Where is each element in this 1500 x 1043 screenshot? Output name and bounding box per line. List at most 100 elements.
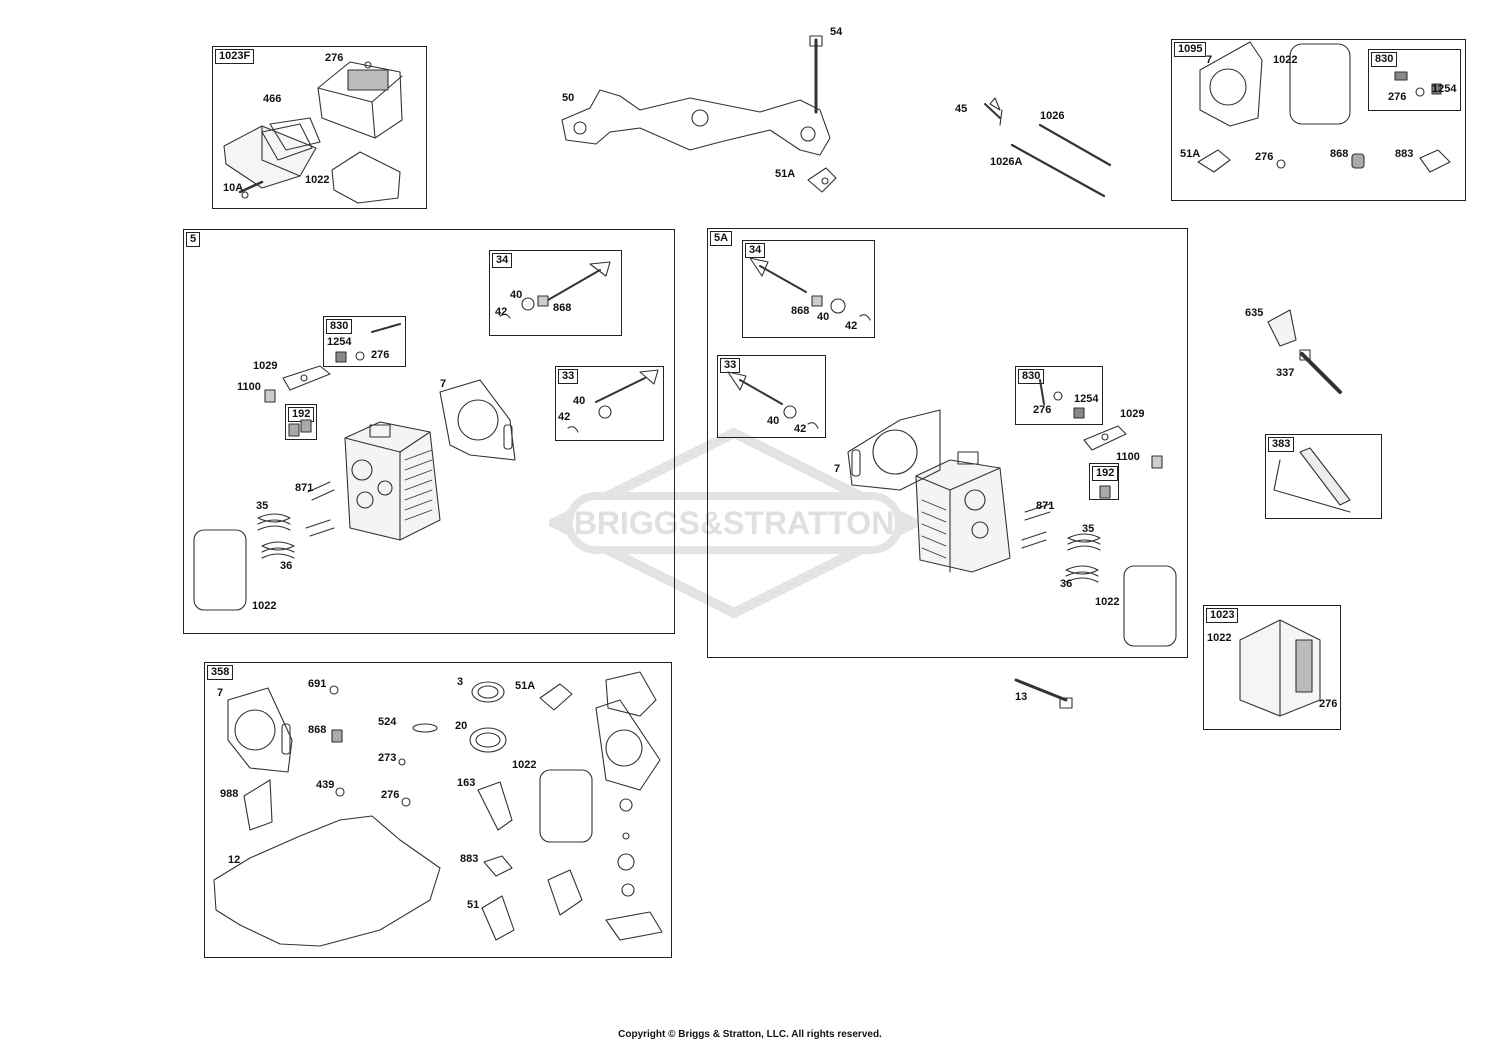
label-3: 3 [457, 676, 464, 688]
label-439: 439 [316, 779, 335, 791]
label-40: 40 [817, 311, 830, 323]
label-273: 273 [378, 752, 397, 764]
label-691: 691 [308, 678, 327, 690]
label-871: 871 [1036, 500, 1055, 512]
label-35: 35 [1082, 523, 1095, 535]
group-830-top: 830 [1368, 49, 1461, 111]
label-1029: 1029 [1120, 408, 1145, 420]
label-1254: 1254 [327, 336, 352, 348]
group-34-right: 34 [742, 240, 875, 338]
group-tag: 34 [745, 243, 766, 258]
group-tag: 1023 [1206, 608, 1239, 623]
group-tag: 33 [558, 369, 579, 384]
group-5: 5 [183, 229, 675, 634]
label-51: 51 [467, 899, 480, 911]
group-tag: 830 [1371, 52, 1398, 67]
group-tag: 1095 [1174, 42, 1207, 57]
label-54: 54 [830, 26, 843, 38]
label-45: 45 [955, 103, 968, 115]
label-1022: 1022 [1095, 596, 1120, 608]
pushrod-part [985, 98, 1110, 196]
group-tag: 34 [492, 253, 513, 268]
label-20: 20 [455, 720, 468, 732]
briggs-stratton-watermark: BRIGGS&STRATTON [549, 428, 919, 618]
group-1023F: 1023F [212, 46, 427, 209]
label-7: 7 [834, 463, 841, 475]
label-871: 871 [295, 482, 314, 494]
group-5A: 5A [707, 228, 1188, 658]
label-466: 466 [263, 93, 282, 105]
group-1095: 1095 [1171, 39, 1466, 201]
label-42: 42 [845, 320, 858, 332]
group-383: 383 [1265, 434, 1382, 519]
label-1254: 1254 [1432, 83, 1457, 95]
label-276: 276 [371, 349, 390, 361]
label-1022: 1022 [512, 759, 537, 771]
group-tag: 358 [207, 665, 234, 680]
label-337: 337 [1276, 367, 1295, 379]
label-1254: 1254 [1074, 393, 1099, 405]
label-883: 883 [1395, 148, 1414, 160]
group-33-left: 33 [555, 366, 664, 441]
label-276: 276 [381, 789, 400, 801]
label-10A: 10A [223, 182, 244, 194]
label-1022: 1022 [252, 600, 277, 612]
label-868: 868 [308, 724, 327, 736]
label-42: 42 [794, 423, 807, 435]
label-51A: 51A [1180, 148, 1201, 160]
label-7: 7 [217, 687, 224, 699]
label-276: 276 [325, 52, 344, 64]
label-163: 163 [457, 777, 476, 789]
group-34-left: 34 [489, 250, 622, 336]
label-635: 635 [1245, 307, 1264, 319]
label-12: 12 [228, 854, 241, 866]
label-7: 7 [440, 378, 447, 390]
copyright-notice: Copyright © Briggs & Stratton, LLC. All … [618, 1029, 882, 1040]
spark-plug-part [1016, 310, 1350, 716]
group-358: 358 [204, 662, 672, 958]
label-988: 988 [220, 788, 239, 800]
label-40: 40 [573, 395, 586, 407]
label-276: 276 [1255, 151, 1274, 163]
label-13: 13 [1015, 691, 1028, 703]
group-830-left: 830 [323, 316, 406, 367]
group-tag: 830 [326, 319, 353, 334]
group-tag: 1023F [215, 49, 255, 64]
watermark-text: BRIGGS&STRATTON [574, 505, 895, 541]
group-tag: 5 [186, 232, 201, 247]
group-tag: 383 [1268, 437, 1295, 452]
label-276: 276 [1319, 698, 1338, 710]
group-33-right: 33 [717, 355, 826, 438]
group-tag: 192 [1092, 466, 1119, 481]
group-tag: 33 [720, 358, 741, 373]
label-51A: 51A [775, 168, 796, 180]
group-tag: 830 [1018, 369, 1045, 384]
cylinder-head-part [194, 262, 658, 610]
label-50: 50 [562, 92, 575, 104]
cylinder-head-5a-part [728, 258, 1176, 646]
group-tag: 192 [288, 407, 315, 422]
label-276: 276 [1033, 404, 1052, 416]
label-868: 868 [553, 302, 572, 314]
gasket-kit-part [1198, 42, 1450, 172]
gasket-set-part [214, 672, 662, 946]
label-35: 35 [256, 500, 269, 512]
label-40: 40 [767, 415, 780, 427]
label-42: 42 [495, 306, 508, 318]
label-883: 883 [460, 853, 479, 865]
valve-cover-part [224, 62, 402, 203]
label-1100: 1100 [1116, 451, 1140, 463]
group-830-right: 830 [1015, 366, 1103, 425]
group-192-left: 192 [285, 404, 317, 440]
label-276: 276 [1388, 91, 1407, 103]
label-1026A: 1026A [990, 156, 1023, 168]
label-524: 524 [378, 716, 397, 728]
label-42: 42 [558, 411, 571, 423]
label-1100: 1100 [237, 381, 261, 393]
label-868: 868 [1330, 148, 1349, 160]
label-40: 40 [510, 289, 523, 301]
label-51A: 51A [515, 680, 536, 692]
rocker-bracket-part [562, 36, 836, 192]
label-868: 868 [791, 305, 810, 317]
